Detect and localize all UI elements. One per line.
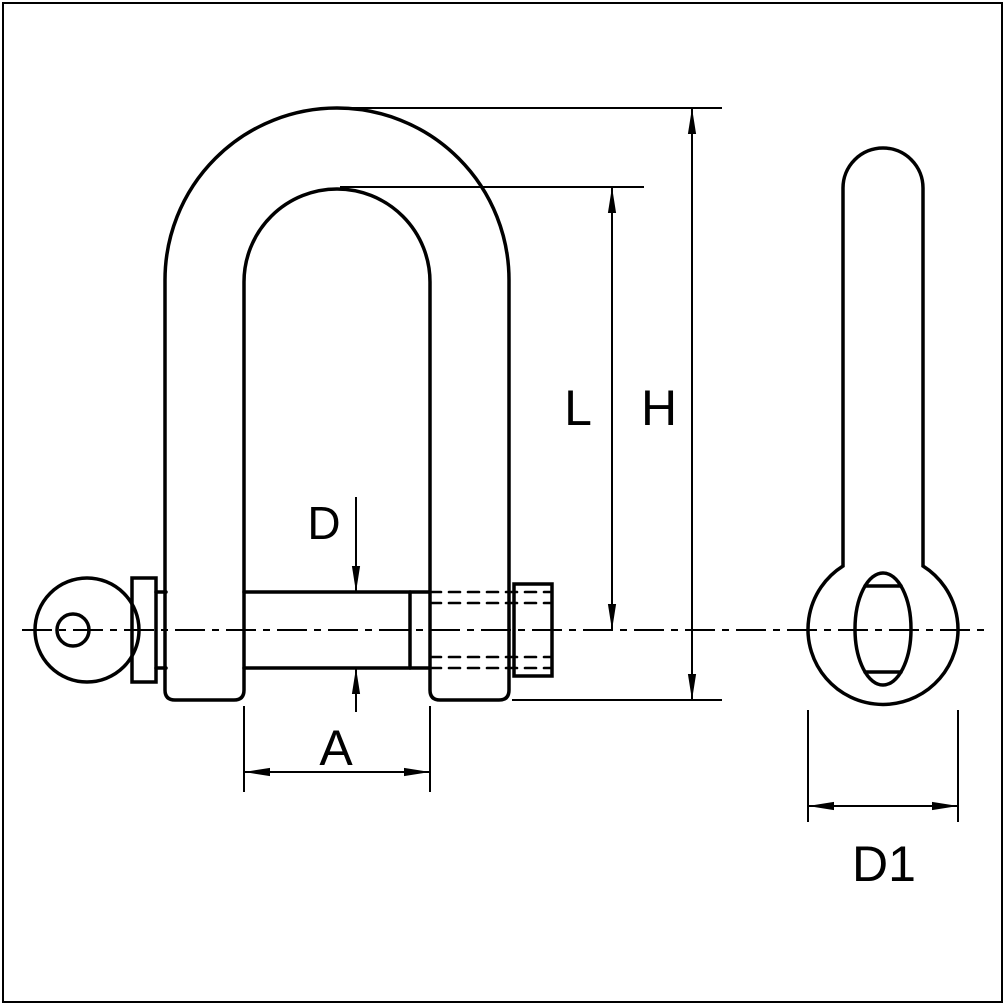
dimension-label-a: A	[319, 720, 353, 776]
dimension-L	[340, 186, 644, 630]
front-view	[33, 106, 554, 702]
dimension-label-d1: D1	[852, 836, 916, 892]
dimension-D1	[807, 710, 959, 822]
dimension-label-d: D	[307, 497, 340, 549]
dimension-A	[243, 706, 431, 792]
dimension-label-h: H	[641, 380, 677, 436]
dimension-label-l: L	[564, 380, 592, 436]
dimension-H	[345, 107, 722, 701]
side-view	[806, 146, 960, 707]
shackle-bow-outline	[163, 106, 511, 702]
pin-thread-hidden-lines	[428, 590, 554, 670]
side-body-outline	[806, 146, 960, 707]
